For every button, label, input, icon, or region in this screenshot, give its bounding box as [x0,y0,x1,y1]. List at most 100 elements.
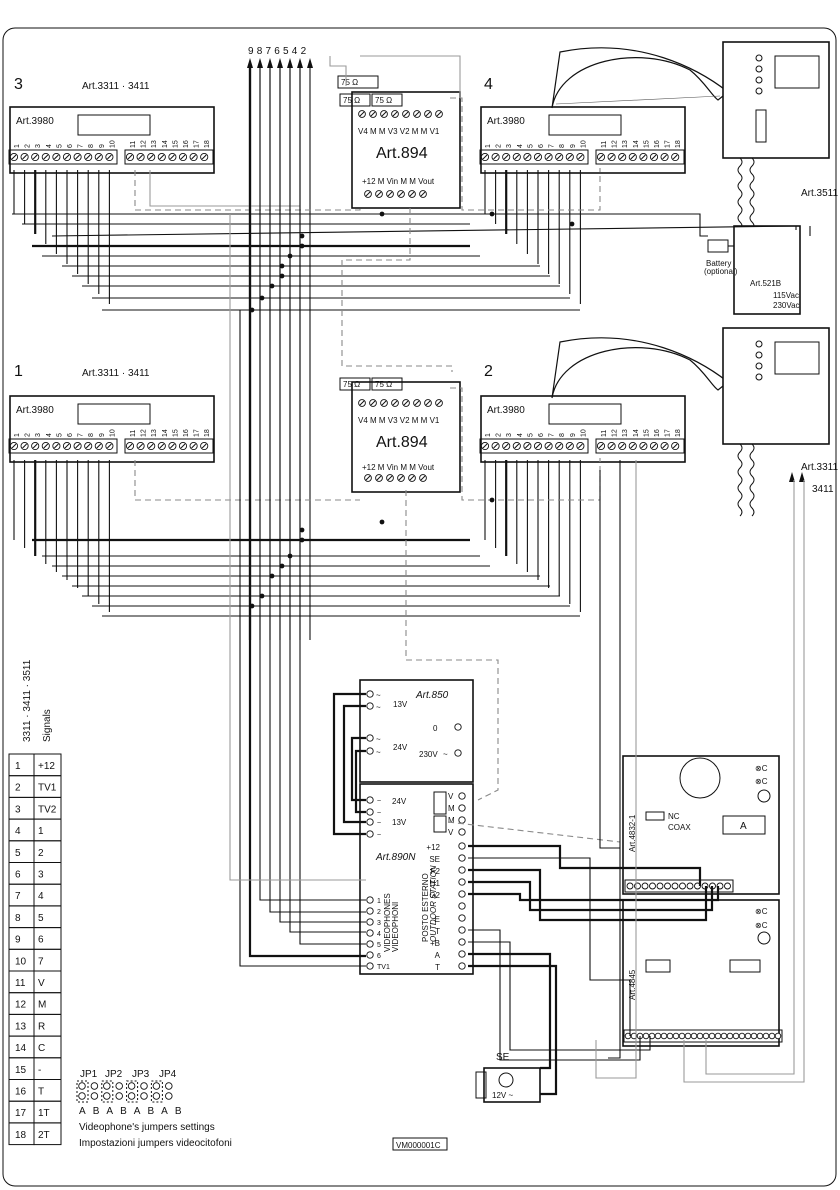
battery-icon [707,239,729,253]
terminal-number: 4 [517,433,524,437]
terminal-screw [458,938,466,946]
terminal-screw [720,1032,728,1040]
terminal-screw [458,828,466,836]
terminal-screw [458,902,466,910]
outdoor-vid2: VIDEOPHONI [391,902,400,952]
terminal-number: 12 [612,140,619,148]
svg-text:115Vac: 115Vac [773,291,799,300]
signals-row-number: 13 [15,1021,27,1032]
bus-arrow-icon [247,58,253,68]
terminal-number: 14 [633,429,640,437]
terminal-screw [458,890,466,898]
distributor-mid-top-terms: V4 M M V3 V2 M M V1 [358,416,440,425]
jumpers: JP1 JP2 JP3 JP4 A B A B A B A B Videopho… [76,1069,232,1149]
outdoor-terminal-label: F2 [431,867,441,876]
terminal-screw [458,962,466,970]
terminal-number: 10 [580,140,587,148]
monitor-top-handset-cord [737,157,743,231]
terminal-number: 6 [538,433,545,437]
jumper-pin [127,1092,136,1100]
outdoor-station-box [359,783,474,975]
svg-text:~: ~ [376,703,381,712]
psu-13v: 13V [393,700,408,709]
art521b-title: Art.521B [750,279,781,288]
distributor-mid-bottom-terms: +12 M Vin M M Vout [362,463,435,472]
svg-text:⊗C: ⊗C [755,907,768,916]
terminal-screw [458,950,466,958]
terminal-screw [366,929,374,937]
outdoor-terminal-label: E [435,915,440,924]
jumper-ab: A B A B A B A B [79,1106,184,1117]
signals-row-number: 14 [15,1043,27,1054]
outdoor-terminal-label: SE [429,855,440,864]
signals-row [8,753,35,777]
wiring [12,55,811,1096]
signals-row-signal: 1T [38,1108,50,1119]
unit-2-module-box [480,395,686,463]
terminal-number: 6 [67,144,74,148]
terminal-screw [738,1032,746,1040]
jumper-pin [78,1092,86,1100]
svg-text:~: ~ [376,691,381,700]
terminal-number: 17 [665,140,672,148]
bus-arrow-icon [267,58,273,68]
terminal-number: 3 [35,144,42,148]
signals-row-number: 1 [15,761,21,772]
terminal-screw [366,940,374,948]
jumper-pin [115,1092,123,1100]
terminal-number: 17 [665,429,672,437]
bus-arrows-label: 9876542 [248,46,309,57]
terminal-number: 7 [549,433,556,437]
jumper-pin [140,1092,148,1100]
jumper-pin [115,1082,123,1090]
outdoor-terminal-label: 1 [377,898,381,905]
outdoor-station: Art.890N POSTO ESTERNO OUTDOOR STATION V… [359,783,474,975]
terminal-number: 18 [675,140,682,148]
camera-box-label: A [740,821,747,832]
signals-row-number: 15 [15,1065,27,1076]
button-module-label: Art.4845 [628,969,637,1000]
outdoor-terminal-label: +B [430,939,440,948]
jumper-pin [103,1092,111,1100]
terminal-screw [726,1032,734,1040]
terminal-number: 16 [654,140,661,148]
outdoor-terminal-label: V [448,792,454,801]
signals-row-signal: 2T [38,1130,50,1141]
signals-header-2: Signals [42,709,53,742]
jumper-pin [140,1082,148,1090]
signals-row-number: 18 [15,1130,27,1141]
signals-row-number: 17 [15,1108,27,1119]
outdoor-terminal-label: T [435,927,440,936]
art521b-optional: (optional) [704,267,738,276]
terminal-number: 1 [14,144,21,148]
art521b-battery: Battery [706,259,731,268]
jumper-pin [152,1082,161,1090]
terminal-screw [686,882,694,890]
terminal-number: 7 [78,433,85,437]
bus-arrow-icon [297,58,303,68]
terminal-number: 16 [183,429,190,437]
terminal-screw [366,808,374,816]
se-voltage: 12V ~ [492,1091,513,1100]
monitor-mid-label1: Art.3311 [801,462,838,473]
art521b-box [733,225,801,315]
psu-24v: 24V [393,743,408,752]
monitor-mid-body [722,327,830,445]
unit-1-module: Art.3980 [16,405,54,416]
terminal-number: 17 [194,140,201,148]
jumper-pin [78,1082,86,1090]
jumper-jp3-label: JP3 [132,1069,150,1080]
signals-row-signal: 3 [38,870,44,881]
terminal-screw [641,882,649,890]
signals-row [8,862,35,885]
outdoor-terminal-label: G2 [429,891,440,900]
terminal-screw [458,878,466,886]
terminal-screw [744,1032,752,1040]
terminal-screw [634,882,641,890]
svg-text:~: ~ [376,735,381,744]
terminal-number: 3 [35,433,42,437]
terminal-screw [654,1032,662,1040]
jumper-pin [165,1092,173,1100]
terminal-number: 12 [141,140,148,148]
